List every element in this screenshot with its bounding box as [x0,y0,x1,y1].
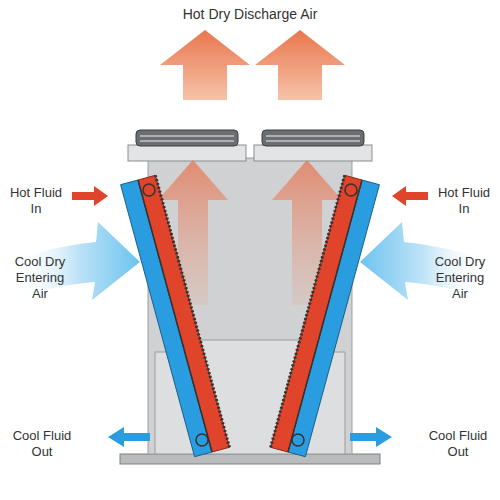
hot-fluid-arrow [392,186,428,206]
flow-label: Cool Fluid Out [423,428,493,460]
cool-fluid-arrow [350,427,392,447]
base-frame [120,454,380,464]
fan-guard [136,130,238,146]
flow-label: Cool Dry Entering Air [428,254,492,302]
pipe-header [196,434,208,446]
airflow-heading: Hot Dry Discharge Air [150,6,350,22]
hot-coil-band [271,175,362,452]
coil-fins [155,175,229,447]
flow-label: Hot Fluid In [434,185,494,217]
pipe-header [345,184,357,196]
flow-label: Hot Fluid In [6,185,66,217]
fan-guard-grille [140,136,360,141]
fan-shroud [254,145,372,161]
fan-shroud [128,145,246,161]
coil-fins [138,180,212,452]
flow-label: Cool Fluid Out [7,428,77,460]
discharge-air-arrow [255,30,345,100]
coil-fins [288,180,362,452]
cool-fluid-arrow [108,427,150,447]
flow-label: Cool Dry Entering Air [8,254,72,302]
coil-fins [271,175,345,447]
pipe-header [292,434,304,446]
hot-fluid-arrow [72,186,108,206]
hot-coil-band [138,175,229,452]
pipe-header [143,184,155,196]
fan-guard [262,130,364,146]
discharge-air-arrow [160,30,250,100]
